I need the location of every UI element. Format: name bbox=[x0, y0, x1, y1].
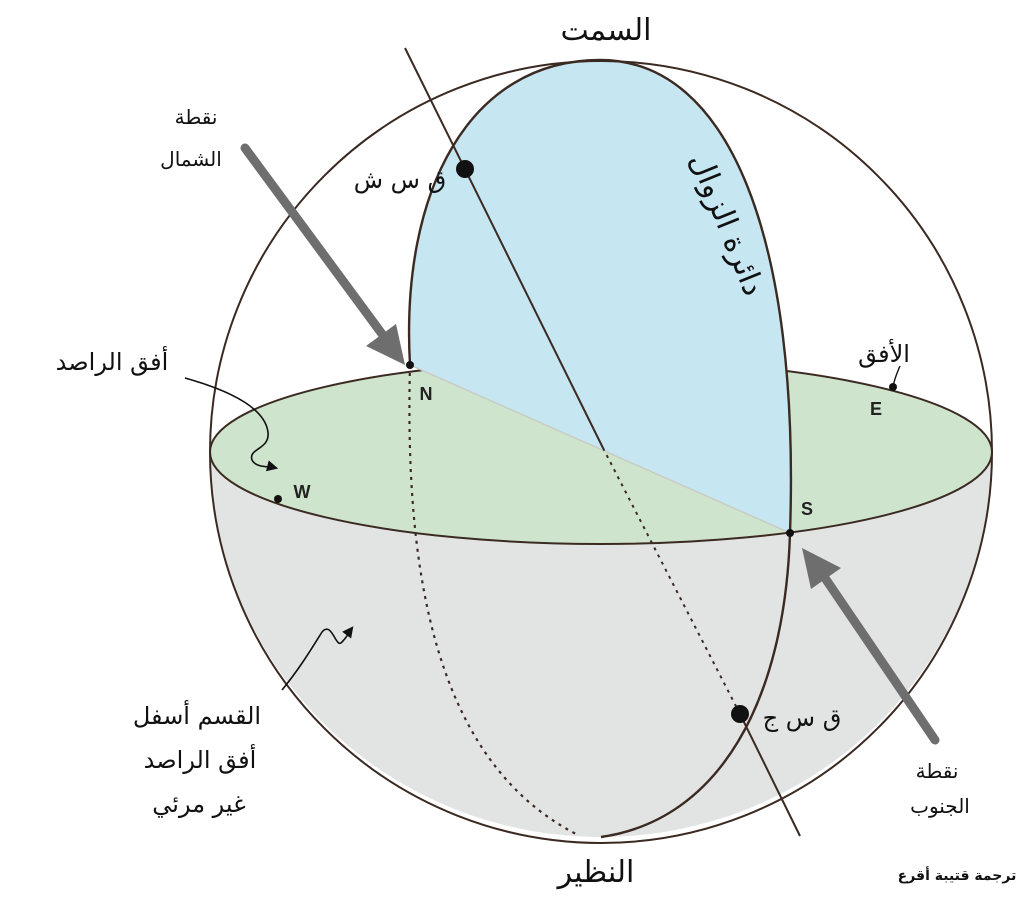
observer-horizon-pointer bbox=[184, 377, 279, 472]
north-point-dot bbox=[406, 361, 414, 369]
horizon-label: الأفق bbox=[858, 339, 910, 368]
ncp-point bbox=[456, 160, 474, 178]
invisible-section-label-line2: أفق الراصد bbox=[144, 744, 257, 774]
meridian-arc-lower bbox=[600, 532, 792, 839]
south-point-dot bbox=[786, 529, 794, 537]
invisible-section-label-line3: غير مرئي bbox=[152, 790, 245, 818]
celestial-axis-hidden bbox=[602, 447, 741, 715]
scp-point bbox=[731, 705, 749, 723]
invisible-section-label-line1: القسم أسفل bbox=[133, 700, 261, 730]
north-point-label-line2: الشمال bbox=[160, 147, 222, 171]
meridian-arc-hidden bbox=[408, 364, 579, 836]
lower-hemisphere bbox=[210, 452, 992, 837]
north-direction-label: N bbox=[420, 384, 433, 404]
south-point-label-line2: الجنوب bbox=[910, 794, 970, 818]
east-direction-label: E bbox=[870, 399, 882, 419]
south-point-arrow bbox=[802, 548, 940, 745]
celestial-axis-lower bbox=[739, 713, 801, 837]
celestial-sphere-outline bbox=[209, 60, 993, 844]
north-point-label-line1: نقطة bbox=[175, 105, 218, 129]
invisible-section-pointer bbox=[281, 626, 354, 691]
translator-credit: ترجمة قتيبة أقرع bbox=[898, 866, 1017, 884]
nadir-label: النظير bbox=[556, 855, 635, 890]
meridian-disk bbox=[409, 60, 791, 533]
celestial-axis-upper bbox=[404, 47, 604, 449]
ncp-label: ق س ش bbox=[354, 166, 446, 194]
west-direction-label: W bbox=[294, 482, 311, 502]
scp-label: ق س ج bbox=[763, 704, 842, 732]
south-direction-label: S bbox=[801, 499, 813, 519]
zenith-label: السمت bbox=[560, 13, 651, 48]
east-point-dot bbox=[889, 383, 897, 391]
observer-horizon-label: أفق الراصد bbox=[56, 346, 169, 376]
west-point-dot bbox=[274, 495, 282, 503]
south-point-label-line1: نقطة bbox=[916, 759, 959, 783]
north-point-arrow bbox=[240, 143, 405, 365]
north-south-line bbox=[409, 364, 791, 534]
